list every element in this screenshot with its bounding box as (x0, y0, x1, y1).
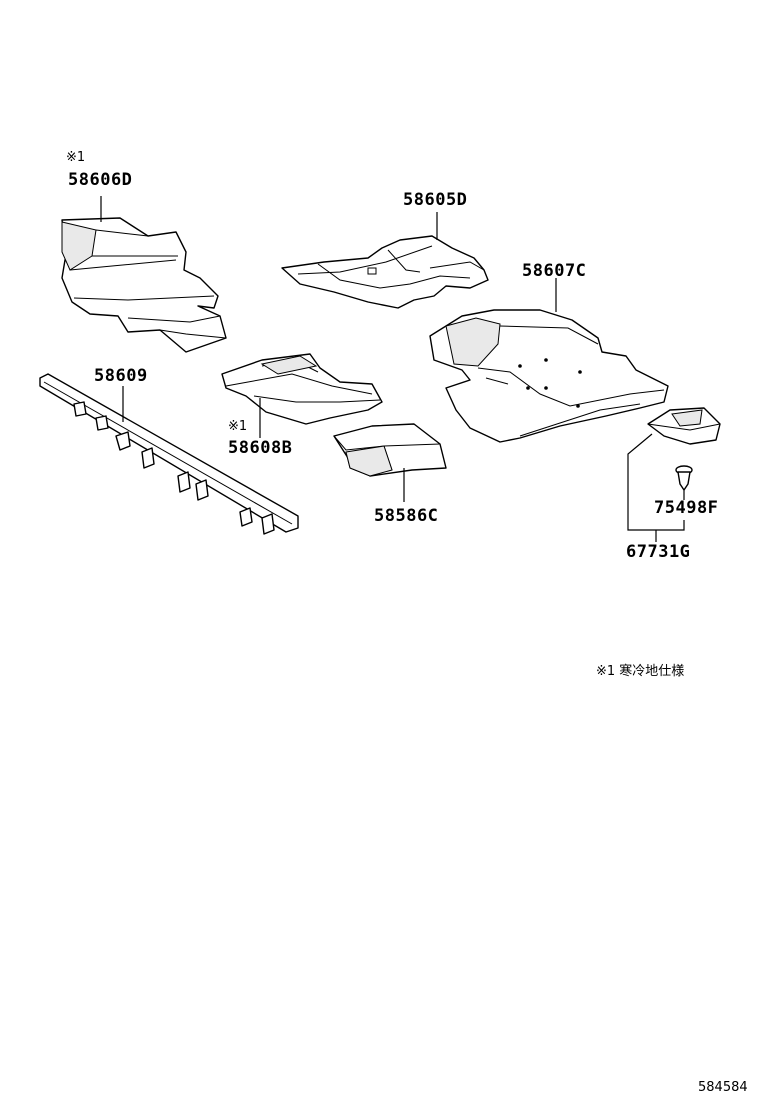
part-58609-drawing (39, 373, 299, 535)
part-label-58609: 58609 (94, 366, 148, 386)
part-label-58605D: 58605D (403, 190, 468, 210)
part-58605D-drawing (281, 235, 489, 309)
leader-lines (100, 196, 685, 542)
part-58586C-drawing (333, 423, 447, 477)
diagram-code: 584584 (698, 1080, 748, 1095)
part-label-67731G: 67731G (626, 542, 691, 562)
part-58608B-drawing (221, 353, 383, 425)
part-67731G-drawing (647, 407, 721, 445)
legend-note: ※1 寒冷地仕様 (596, 664, 685, 679)
part-58607C-drawing (429, 309, 669, 443)
part-label-58586C: 58586C (374, 506, 439, 526)
part-label-58608B: 58608B (228, 438, 293, 458)
part-label-58607C: 58607C (522, 261, 587, 281)
part-label-75498F: 75498F (654, 498, 719, 518)
cold-spec-mark-58606D: ※1 (66, 150, 86, 165)
part-58606D-drawing (61, 217, 227, 353)
part-75498F-drawing (675, 465, 693, 491)
part-label-58606D: 58606D (68, 170, 133, 190)
cold-spec-mark-58608B: ※1 (228, 419, 248, 434)
